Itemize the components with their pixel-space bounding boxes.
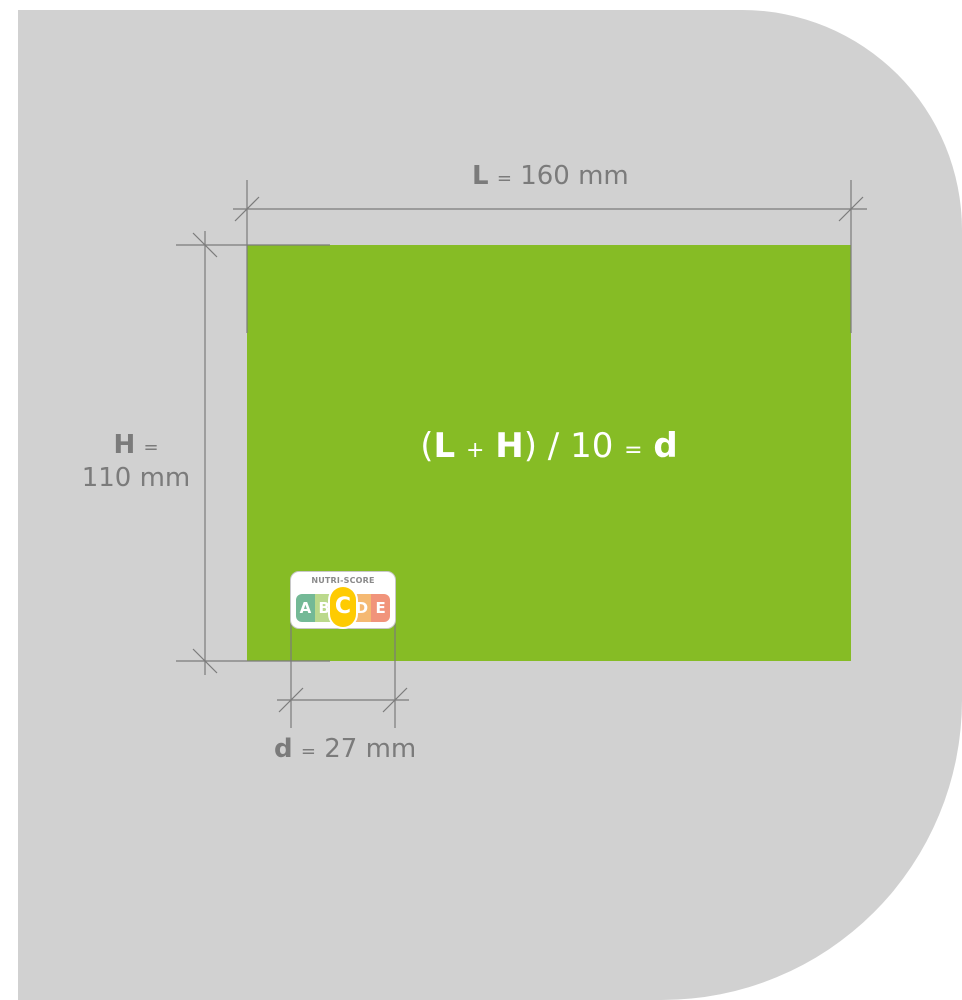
length-tick-right [838,196,864,222]
length-label: L = 160 mm [472,161,629,194]
length-equals: = [496,168,512,189]
length-tick-left [234,196,260,222]
nutri-score-grade-b: B [314,594,334,622]
height-tick-top [192,232,218,258]
nutri-score-logo: NUTRI-SCORE ABCDE C [291,572,395,628]
nutri-score-grade-d: D [352,594,372,622]
formula-plus: + [466,438,485,463]
diameter-symbol: d [274,734,293,764]
formula-paren-close: ) [523,426,537,466]
formula-l: L [433,426,456,466]
formula-equals: = [624,438,643,463]
height-symbol: H [113,430,136,460]
formula: (L + H) ∕ 10 = d [247,424,851,473]
formula-d: d [653,426,678,466]
nutri-score-grade-e: E [371,594,390,622]
nutri-score-title: NUTRI-SCORE [311,576,375,585]
diameter-tick-left [278,687,304,713]
diameter-equals: = [300,741,316,762]
nutri-score-grade-a: A [296,594,315,622]
formula-paren-open: ( [420,426,434,466]
height-tick-bottom [192,648,218,674]
height-label-line1: H = [80,430,192,463]
formula-h: H [495,426,524,466]
formula-divide: ∕ [547,426,560,466]
height-label: H = 110 mm [80,430,192,493]
formula-ten: 10 [570,426,614,466]
height-equals: = [143,437,159,458]
diameter-tick-right [382,687,408,713]
height-value: 110 mm [81,463,191,493]
length-value: 160 mm [520,161,629,191]
diameter-label: d = 27 mm [274,734,416,767]
nutri-score-selected-grade: C [330,587,356,627]
length-symbol: L [472,161,489,191]
diameter-value: 27 mm [324,734,417,764]
